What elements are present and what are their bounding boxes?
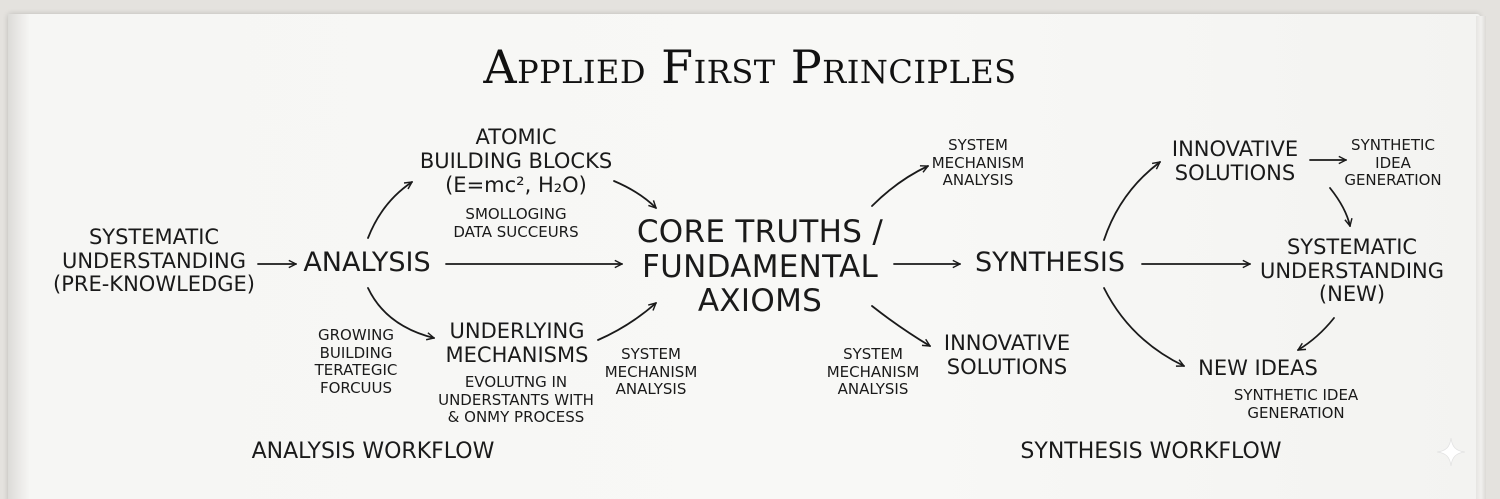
arrow-analysis-to-underlying xyxy=(367,287,434,338)
arrow-systematic-new-to-new-ideas xyxy=(1298,317,1335,351)
node-innovative-solutions-bottom: INNOVATIVE SOLUTIONS xyxy=(943,331,1071,379)
arrow-synthesis-to-innovative-top xyxy=(1103,162,1160,241)
note-atomic-sub: SMOLLOGING DATA SUCCEURS xyxy=(453,205,579,241)
note-growing-building: GROWING BUILDING TERATEGIC FORCUUS xyxy=(314,326,398,398)
arrow-synthesis-to-new-ideas xyxy=(1103,287,1184,367)
note-synthetic-idea-top: SYNTHETIC IDEA GENERATION xyxy=(1344,136,1442,190)
node-new-ideas: NEW IDEAS xyxy=(1198,356,1318,380)
node-underlying-mechanisms: UNDERLYING MECHANISMS xyxy=(445,319,589,367)
node-systematic-understanding-new: SYSTEMATIC UNDERSTANDING (NEW) xyxy=(1259,235,1445,307)
arrow-underlying-to-core xyxy=(597,303,656,341)
arrow-core-to-system-top xyxy=(871,166,928,207)
paper-edge xyxy=(1476,16,1486,499)
note-system-mechanism-bottom: SYSTEM MECHANISM ANALYSIS xyxy=(826,345,920,399)
arrow-synthetic-to-systematic-new xyxy=(1329,187,1350,226)
note-system-mechanism-left: SYSTEM MECHANISM ANALYSIS xyxy=(604,345,698,399)
note-synthetic-idea-bottom: SYNTHETIC IDEA GENERATION xyxy=(1233,386,1359,422)
node-atomic-building-blocks: ATOMIC BUILDING BLOCKS (E=mc², H₂O) xyxy=(419,125,613,198)
sparkle-icon xyxy=(1436,437,1466,467)
diagram-title: Applied First Principles xyxy=(483,40,1017,94)
node-core-truths: CORE TRUTHS / FUNDAMENTAL AXIOMS xyxy=(636,214,884,320)
note-underlying-sub: EVOLUTNG IN UNDERSTANTS WITH & ONMY PROC… xyxy=(438,373,594,427)
arrow-analysis-to-atomic xyxy=(367,181,412,239)
caption-synthesis-workflow: SYNTHESIS WORKFLOW xyxy=(1020,439,1282,464)
node-innovative-solutions-top: INNOVATIVE SOLUTIONS xyxy=(1171,137,1299,185)
note-system-mechanism-top: SYSTEM MECHANISM ANALYSIS xyxy=(931,136,1025,190)
arrow-core-to-innovative-bottom xyxy=(871,305,930,347)
paper-binding-shadow xyxy=(8,14,30,499)
node-systematic-understanding-pre: SYSTEMATIC UNDERSTANDING (PRE-KNOWLEDGE) xyxy=(53,225,255,297)
node-synthesis: SYNTHESIS xyxy=(975,247,1125,278)
arrow-atomic-to-core xyxy=(613,180,656,208)
node-analysis: ANALYSIS xyxy=(303,247,431,278)
paper-sheet xyxy=(8,14,1480,499)
caption-analysis-workflow: ANALYSIS WORKFLOW xyxy=(251,439,495,464)
